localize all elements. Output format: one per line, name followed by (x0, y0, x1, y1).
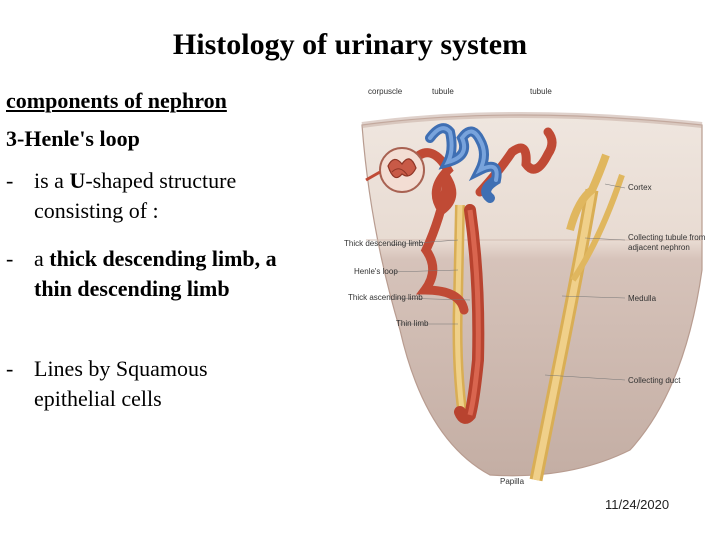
bullet-dash: - (6, 246, 14, 271)
thick-descending-limb-label: Thick descending limb (344, 239, 424, 248)
bullet-continuation: epithelial cells (34, 386, 162, 411)
tubule-label-2: tubule (530, 87, 552, 96)
medulla-label: Medulla (628, 294, 657, 303)
bullet-continuation: thin descending limb (34, 276, 230, 301)
papilla-label: Papilla (500, 477, 525, 486)
slide-title: Histology of urinary system (172, 28, 528, 61)
henles-loop-label: Henle's loop (354, 267, 398, 276)
slide-date: 11/24/2020 (605, 497, 670, 512)
section-subtitle: components of nephron (6, 88, 227, 113)
tubule-label-1: tubule (432, 87, 454, 96)
thick-ascending-limb-label: Thick ascending limb (348, 293, 423, 302)
adjacent-nephron-label: adjacent nephron (628, 243, 690, 252)
bullet-item-1: -is a U-shaped structure consisting of : (6, 166, 236, 226)
bullet-text: a (34, 246, 50, 271)
bullet-dash: - (6, 356, 14, 381)
bullet-item-3: -Lines by Squamous epithelial cells (6, 354, 208, 414)
collecting-tubule-label: Collecting tubule from (628, 233, 706, 242)
proximal-tubule (407, 148, 469, 315)
thin-limb-label: Thin limb (396, 319, 429, 328)
collecting-duct-label: Collecting duct (628, 376, 681, 385)
bullet-text: Lines by Squamous (34, 356, 208, 381)
bullet-item-2: -a thick descending limb, a thin descend… (6, 244, 277, 304)
bullet-text: is a (34, 168, 70, 193)
bullet-bold-text: thick descending limb, a (49, 246, 277, 271)
bullet-continuation: consisting of : (34, 198, 159, 223)
bullet-dash: - (6, 168, 14, 193)
nephron-diagram: corpuscle tubule tubule Thick descending… (330, 80, 720, 510)
bullet-bold-text: U (69, 168, 86, 193)
nephron-illustration: corpuscle tubule tubule Thick descending… (344, 87, 706, 486)
cortex-label: Cortex (628, 183, 652, 192)
bullet-text: -shaped structure (85, 168, 237, 193)
corpuscle-label: corpuscle (368, 87, 403, 96)
section-heading: 3-Henle's loop (6, 126, 140, 151)
